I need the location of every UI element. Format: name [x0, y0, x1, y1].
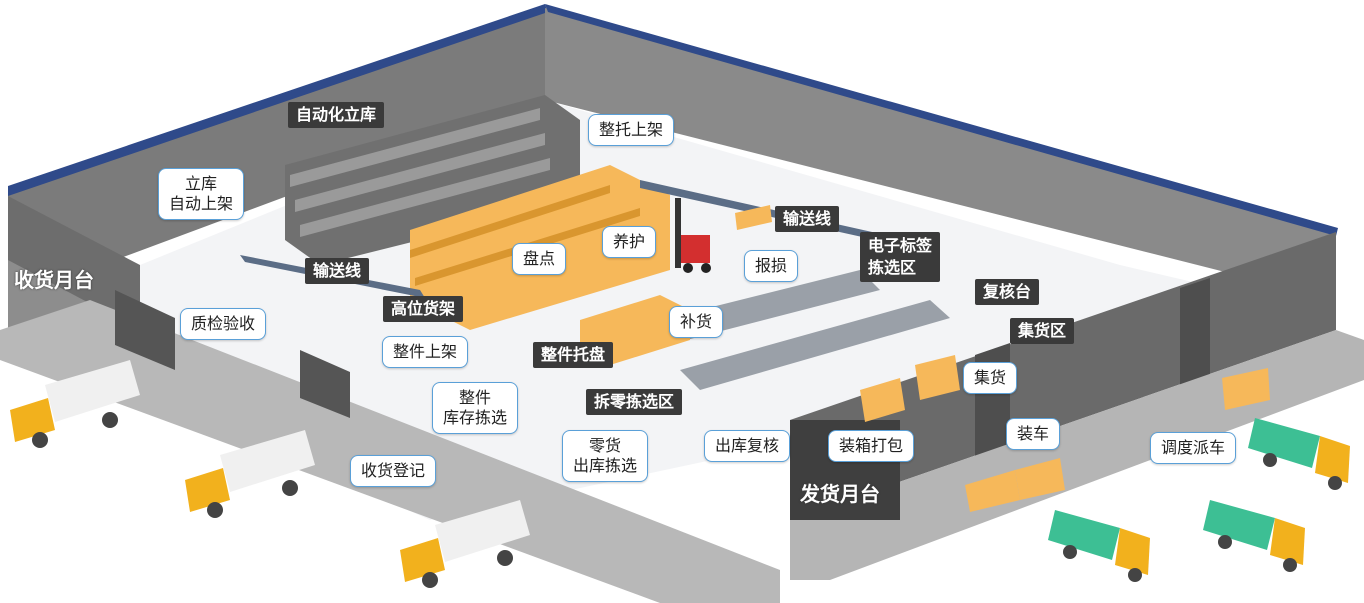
- box-stack-e: [1015, 458, 1065, 500]
- label-shipping-dock: 发货月台: [800, 482, 880, 506]
- callout-consolidate: 集货: [963, 362, 1018, 394]
- outbound-truck-2: [1203, 500, 1305, 572]
- callout-report-damage: 报损: [744, 250, 799, 282]
- forklift: [675, 198, 711, 273]
- callout-pallet-shelving: 整托上架: [588, 114, 675, 146]
- callout-replenish: 补货: [669, 306, 724, 338]
- callout-line-1: 零货: [589, 436, 622, 455]
- callout-dispatch: 调度派车: [1150, 432, 1237, 464]
- label-receiving-dock: 收货月台: [14, 268, 94, 292]
- callout-whole-shelving: 整件上架: [382, 336, 469, 368]
- back-wall-left: [8, 8, 545, 300]
- auto-storage-racks: [285, 95, 580, 265]
- dock-door-1: [115, 290, 175, 370]
- callout-whole-pick: 整件 库存拣选: [432, 382, 519, 434]
- label-line-1: 电子标签: [868, 236, 933, 255]
- roof-edge-left: [8, 4, 548, 196]
- callout-store-auto-shelf: 立库 自动上架: [158, 168, 245, 220]
- box-stack-b: [860, 378, 905, 422]
- inbound-truck-2: [185, 430, 315, 518]
- label-review-desk: 复核台: [975, 279, 1040, 305]
- dock-door-2: [300, 350, 350, 418]
- callout-line-2: 自动上架: [169, 194, 234, 213]
- callout-line-1: 整件: [459, 388, 492, 407]
- callout-qc-check: 质检验收: [180, 308, 267, 340]
- inbound-truck-3: [400, 500, 530, 588]
- callout-piece-pick: 零货 出库拣选: [562, 430, 649, 482]
- callout-line-2: 出库拣选: [573, 456, 638, 475]
- box-stack-d: [965, 470, 1020, 512]
- callout-line-1: 立库: [185, 174, 218, 193]
- label-split-pick-zone: 拆零拣选区: [586, 389, 683, 415]
- label-auto-store: 自动化立库: [288, 102, 385, 128]
- label-consolidation-zone: 集货区: [1010, 318, 1075, 344]
- back-wall-right: [545, 8, 1336, 300]
- inbound-truck-1: [10, 360, 140, 448]
- picking-rack-2: [680, 300, 950, 390]
- shipping-platform: [790, 330, 1364, 580]
- outbound-truck-1: [1048, 510, 1150, 582]
- label-conveyor-right: 输送线: [775, 206, 840, 232]
- callout-maintenance: 养护: [602, 226, 657, 258]
- label-whole-pallet: 整件托盘: [533, 342, 614, 368]
- outbound-truck-3: [1248, 418, 1350, 490]
- callout-receive-register: 收货登记: [350, 455, 437, 487]
- callout-loading: 装车: [1006, 418, 1061, 450]
- label-high-rack: 高位货架: [383, 296, 464, 322]
- box-stack-g: [735, 205, 772, 230]
- roof-edge-right: [545, 4, 1338, 236]
- label-e-label-zone: 电子标签 拣选区: [860, 232, 941, 282]
- box-stack-c: [915, 355, 960, 400]
- receiving-platform: [0, 300, 780, 603]
- box-stack-f: [1222, 368, 1270, 410]
- label-conveyor-left: 输送线: [305, 258, 370, 284]
- callout-line-2: 库存拣选: [443, 408, 508, 427]
- callout-inventory-count: 盘点: [512, 243, 567, 275]
- callout-packing: 装箱打包: [828, 430, 915, 462]
- label-line-2: 拣选区: [868, 258, 917, 277]
- callout-outbound-review: 出库复核: [704, 430, 791, 462]
